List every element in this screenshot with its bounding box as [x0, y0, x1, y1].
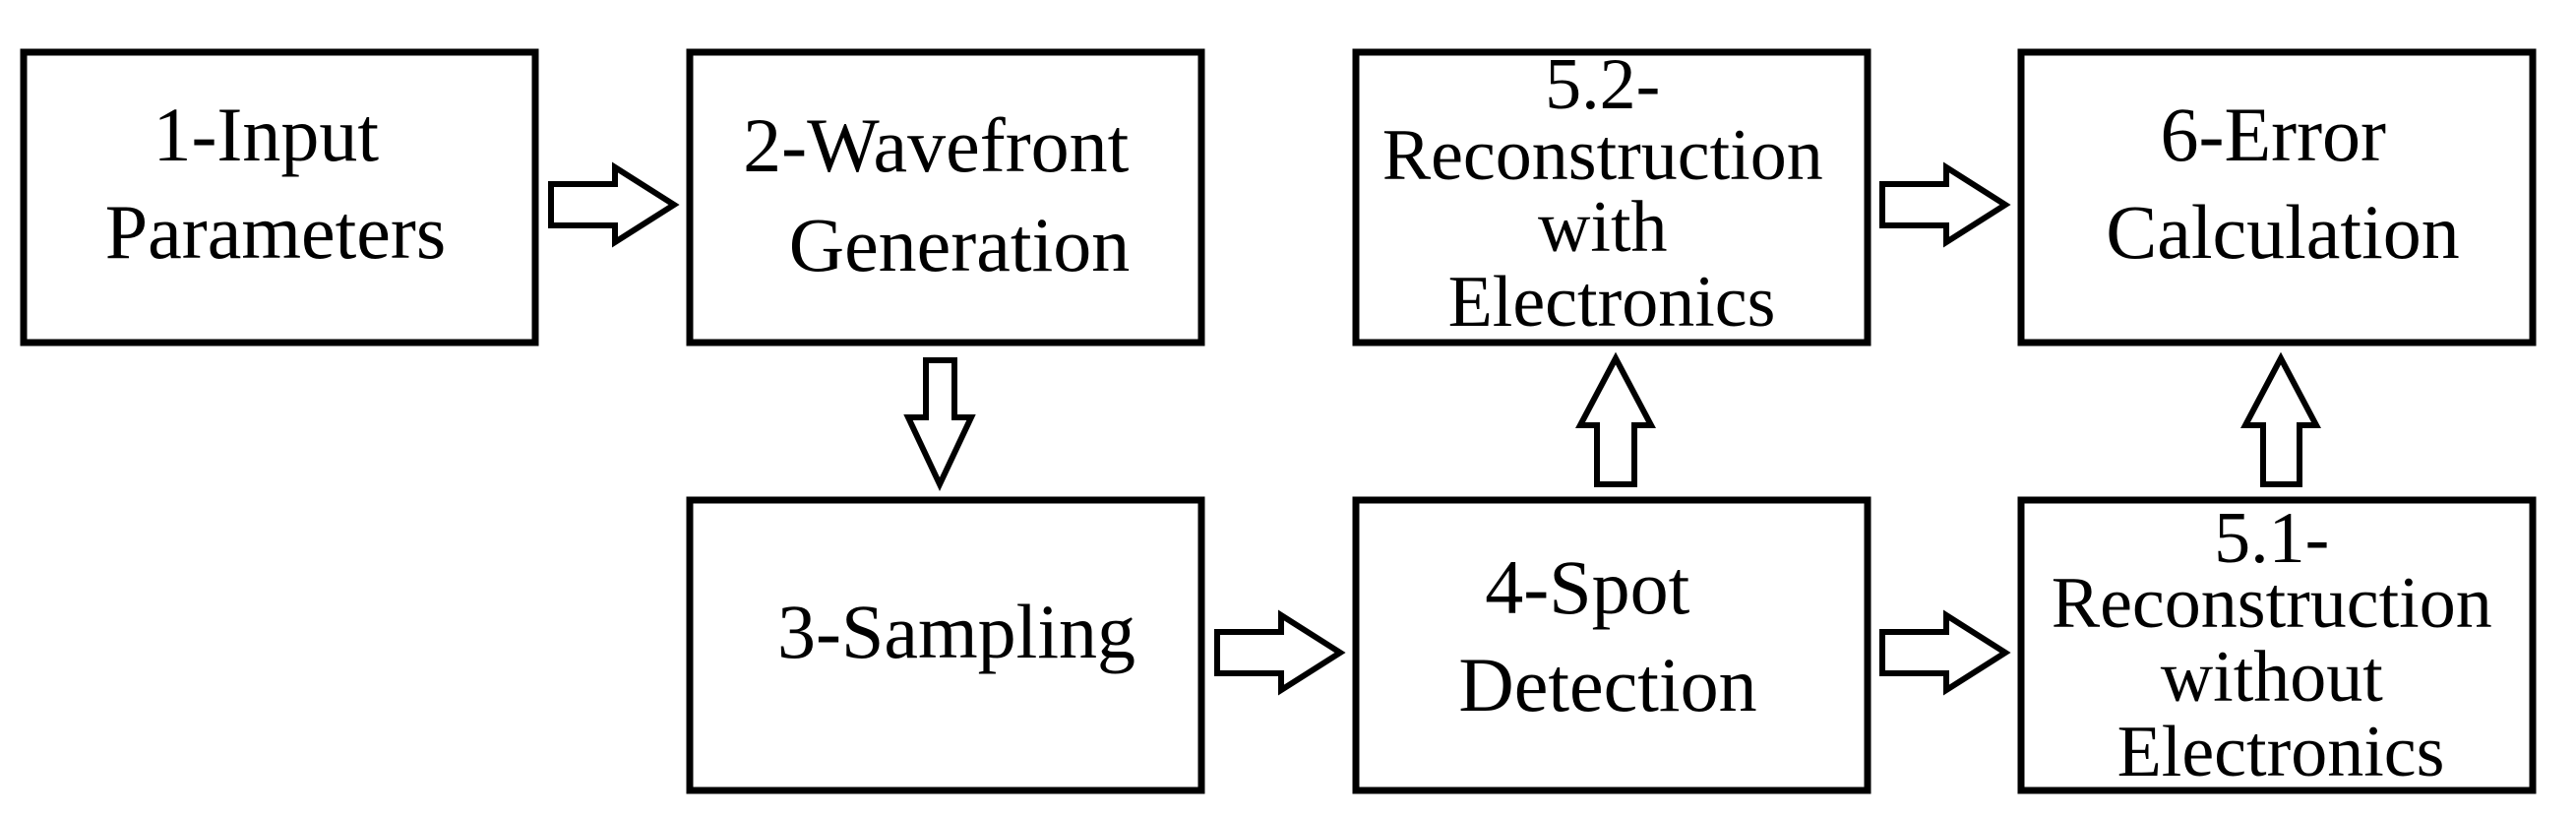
- input-line-2: Parameters: [105, 189, 447, 275]
- recon-without-line-4: Electronics: [2117, 712, 2445, 792]
- recon-with-line-4: Electronics: [1448, 262, 1776, 343]
- arrow-spot-to-recon-without: [1879, 609, 2011, 696]
- box-wavefront-generation: [686, 48, 1205, 346]
- arrow-input-to-wavefront: [548, 161, 680, 248]
- box-input-parameters: [20, 48, 539, 346]
- spot-detection-label: 4-Spot Detection: [1458, 544, 1756, 727]
- input-parameters-label: 1-Input Parameters: [105, 92, 447, 275]
- recon-without-line-2: Reconstruction: [2052, 563, 2492, 644]
- arrow-spot-to-recon-with: [1575, 351, 1656, 487]
- box-sampling: [686, 496, 1205, 794]
- sampling-label: 3-Sampling: [777, 589, 1135, 674]
- recon-without-electronics-label: 5.1- Reconstruction without Electronics: [2052, 498, 2511, 792]
- box-spot-detection: [1352, 496, 1871, 794]
- recon-without-line-3: without: [2161, 637, 2384, 718]
- wavefront-line-2: Generation: [789, 202, 1131, 287]
- recon-with-line-2: Reconstruction: [1382, 115, 1823, 196]
- box-error-calculation: [2017, 48, 2537, 346]
- sampling-line-1: 3-Sampling: [777, 589, 1135, 674]
- wavefront-generation-label: 2-Wavefront Generation: [743, 102, 1148, 287]
- input-line-1: 1-Input: [153, 92, 379, 177]
- spot-line-1: 4-Spot: [1485, 544, 1689, 630]
- arrow-sampling-to-spot: [1214, 609, 1346, 696]
- error-calculation-label: 6-Error Calculation: [2106, 92, 2460, 275]
- recon-with-line-3: with: [1538, 187, 1668, 268]
- spot-line-2: Detection: [1458, 642, 1756, 727]
- recon-with-electronics-label: 5.2- Reconstruction with Electronics: [1382, 44, 1842, 343]
- arrow-recon-with-to-error: [1879, 161, 2011, 248]
- arrow-wavefront-to-sampling: [903, 357, 976, 492]
- recon-with-line-1: 5.2-: [1545, 44, 1660, 125]
- box-recon-without-electronics: [2017, 496, 2537, 794]
- wavefront-line-1: 2-Wavefront: [743, 102, 1130, 188]
- error-line-2: Calculation: [2106, 189, 2460, 275]
- arrow-recon-without-to-error: [2240, 351, 2321, 487]
- error-line-1: 6-Error: [2160, 92, 2386, 177]
- box-recon-with-electronics: [1352, 48, 1871, 346]
- recon-without-line-1: 5.1-: [2214, 498, 2329, 579]
